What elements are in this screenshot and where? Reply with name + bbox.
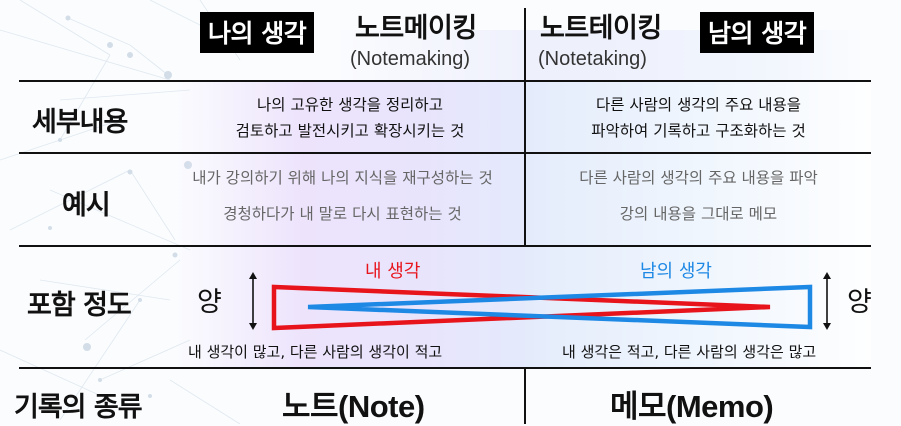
row-label-details: 세부내용 — [32, 107, 128, 138]
column-divider-top — [524, 8, 526, 245]
divider-row-2 — [19, 245, 871, 247]
examples-notetaking-line-1: 다른 사람의 생각의 주요 내용을 파악 — [579, 169, 818, 187]
my-thought-label: 내 생각 — [365, 261, 421, 282]
examples-notemaking-line-1: 내가 강의하기 위해 나의 지식을 재구성하는 것 — [192, 169, 493, 187]
column-divider-bottom — [524, 367, 526, 424]
quantity-label-left: 양 — [197, 287, 222, 318]
divider-header — [19, 80, 871, 82]
row-label-record-type: 기록의 종류 — [14, 392, 143, 423]
quantity-label-right: 양 — [847, 287, 872, 318]
details-notemaking-line-2: 검토하고 발전시키고 확장시키는 것 — [235, 122, 465, 140]
details-notetaking: 다른 사람의 생각의 주요 내용을 파악하여 기록하고 구조화하는 것 — [526, 92, 871, 144]
examples-notemaking: 내가 강의하기 위해 나의 지식을 재구성하는 것 경청하다가 내 말로 다시 … — [160, 160, 525, 232]
others-thought-label: 남의 생각 — [640, 261, 712, 282]
notemaking-title: 노트메이킹 — [355, 13, 477, 44]
details-notemaking: 나의 고유한 생각을 정리하고 검토하고 발전시키고 확장시키는 것 — [175, 92, 525, 144]
others-thought-wedge — [307, 284, 813, 330]
notemaking-subtitle: (Notemaking) — [350, 48, 471, 70]
examples-notemaking-line-2: 경청하다가 내 말로 다시 표현하는 것 — [223, 205, 462, 223]
divider-row-1 — [19, 152, 871, 154]
record-type-memo: 메모(Memo) — [610, 389, 774, 424]
my-thought-badge: 나의 생각 — [200, 12, 315, 53]
details-notemaking-line-1: 나의 고유한 생각을 정리하고 — [257, 96, 443, 114]
notetaking-title: 노트테이킹 — [540, 13, 662, 44]
details-notetaking-line-1: 다른 사람의 생각의 주요 내용을 — [595, 96, 802, 114]
notetaking-subtitle: (Notetaking) — [538, 48, 647, 70]
double-arrow-icon-right — [823, 272, 831, 330]
divider-row-3 — [19, 367, 871, 369]
others-thought-badge: 남의 생각 — [700, 12, 815, 53]
inclusion-caption-right: 내 생각은 적고, 다른 사람의 생각은 많고 — [562, 343, 817, 361]
record-type-note: 노트(Note) — [282, 389, 425, 424]
inclusion-caption-left: 내 생각이 많고, 다른 사람의 생각이 적고 — [188, 343, 443, 361]
row-label-inclusion: 포함 정도 — [27, 290, 132, 321]
examples-notetaking-line-2: 강의 내용을 그대로 메모 — [619, 205, 778, 223]
row-label-examples: 예시 — [62, 190, 111, 221]
details-notetaking-line-2: 파악하여 기록하고 구조화하는 것 — [591, 122, 806, 140]
examples-notetaking: 다른 사람의 생각의 주요 내용을 파악 강의 내용을 그대로 메모 — [526, 160, 871, 232]
double-arrow-icon-left — [249, 272, 257, 330]
